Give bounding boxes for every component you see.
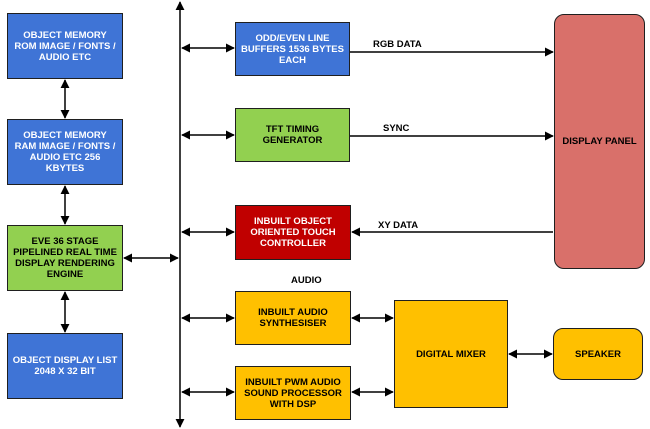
speaker-block: SPEAKER (553, 328, 643, 380)
sync-label: SYNC (383, 123, 410, 134)
tft-timing-block: TFT TIMING GENERATOR (235, 108, 350, 162)
rendering-engine-block: EVE 36 STAGE PIPELINED REAL TIME DISPLAY… (7, 225, 123, 291)
rgb-data-label: RGB DATA (373, 39, 422, 50)
rom-block: OBJECT MEMORY ROM IMAGE / FONTS / AUDIO … (7, 13, 123, 79)
xy-data-label: XY DATA (378, 220, 419, 231)
digital-mixer-block: DIGITAL MIXER (394, 300, 508, 408)
audio-synth-block: INBUILT AUDIO SYNTHESISER (235, 291, 351, 345)
line-buffers-block: ODD/EVEN LINE BUFFERS 1536 BYTES EACH (235, 22, 350, 76)
touch-controller-block: INBUILT OBJECT ORIENTED TOUCH CONTROLLER (235, 205, 351, 260)
display-list-block: OBJECT DISPLAY LIST 2048 X 32 BIT (7, 333, 123, 399)
ram-block: OBJECT MEMORY RAM IMAGE / FONTS / AUDIO … (7, 119, 123, 185)
display-panel-block: DISPLAY PANEL (554, 14, 645, 269)
pwm-audio-block: INBUILT PWM AUDIO SOUND PROCESSOR WITH D… (235, 366, 351, 420)
audio-label: AUDIO (291, 275, 322, 286)
